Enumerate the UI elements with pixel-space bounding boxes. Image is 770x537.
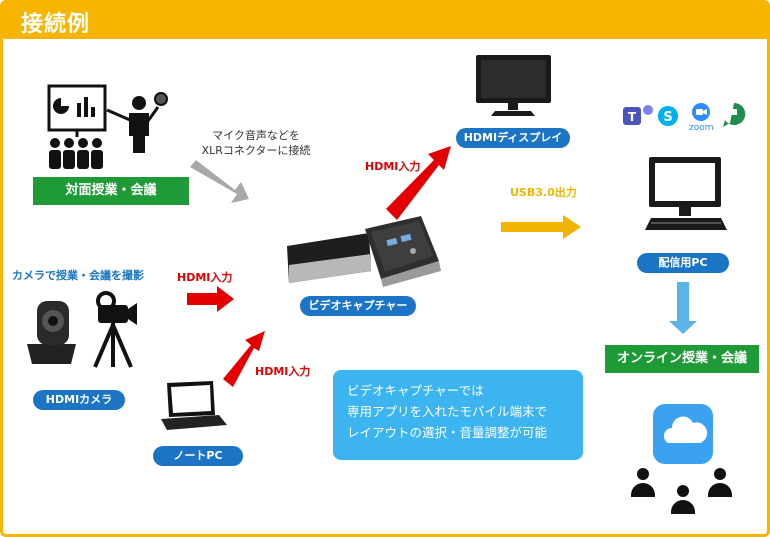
teams-icon: T — [623, 105, 653, 125]
mic-label-line2: XLRコネクターに接続 — [201, 144, 311, 157]
note-line-1: ビデオキャプチャーでは — [347, 383, 484, 398]
header-bar: 接続例 — [3, 3, 767, 39]
yellow-arrow-usb — [501, 215, 581, 239]
hdmi-camera-pill: HDMIカメラ — [33, 390, 125, 410]
mic-label-line1: マイク音声などを — [212, 129, 300, 142]
zoom-label: zoom — [689, 123, 714, 133]
capture-device-pill: ビデオキャプチャー — [300, 296, 416, 316]
red-arrow-display — [386, 146, 451, 220]
presenter-icon — [47, 84, 168, 153]
monitor-icon — [476, 55, 551, 116]
info-note: ビデオキャプチャーでは 専用アプリを入れたモバイル端末で レイアウトの選択・音量… — [333, 370, 583, 460]
online-class-box: オンライン授業・会議 — [605, 345, 759, 373]
zoom-icon — [692, 103, 710, 121]
hdmi-in-pc-label: HDMI入力 — [255, 365, 311, 378]
capture-device-icon — [287, 216, 441, 287]
header-title: 接続例 — [21, 12, 91, 37]
note-line-3: レイアウトの選択・音量調整が可能 — [347, 425, 548, 440]
audience-icon — [49, 138, 103, 169]
hdmi-in-camera-label: HDMI入力 — [177, 271, 233, 284]
meet-icon — [723, 102, 746, 127]
note-line-2: 専用アプリを入れたモバイル端末で — [347, 404, 548, 419]
camera-caption: カメラで授業・会議を撮影 — [12, 269, 144, 282]
usb-out-label: USB3.0出力 — [510, 186, 577, 199]
online-participants-icon — [631, 468, 732, 514]
camcorder-tripod-icon — [93, 291, 137, 368]
notebook-pc-pill: ノートPC — [153, 446, 243, 466]
svg-text:T: T — [628, 110, 637, 124]
ptz-camera-icon — [27, 301, 76, 364]
red-arrow-camera — [187, 286, 234, 312]
svg-text:S: S — [663, 110, 672, 125]
desktop-pc-icon — [645, 157, 727, 230]
cloud-icon — [653, 404, 713, 464]
gray-arrow-mic — [190, 160, 249, 203]
hdmi-display-pill: HDMIディスプレイ — [456, 128, 570, 148]
laptop-icon — [161, 381, 227, 430]
classroom-box: 対面授業・会議 — [33, 177, 189, 205]
streaming-pc-pill: 配信用PC — [637, 253, 729, 273]
skype-icon: S — [658, 106, 678, 126]
blue-arrow-online — [669, 282, 697, 334]
diagram-graphics: T S — [27, 55, 746, 514]
red-arrow-pc — [223, 331, 265, 387]
hdmi-in-display-label: HDMI入力 — [365, 160, 421, 173]
